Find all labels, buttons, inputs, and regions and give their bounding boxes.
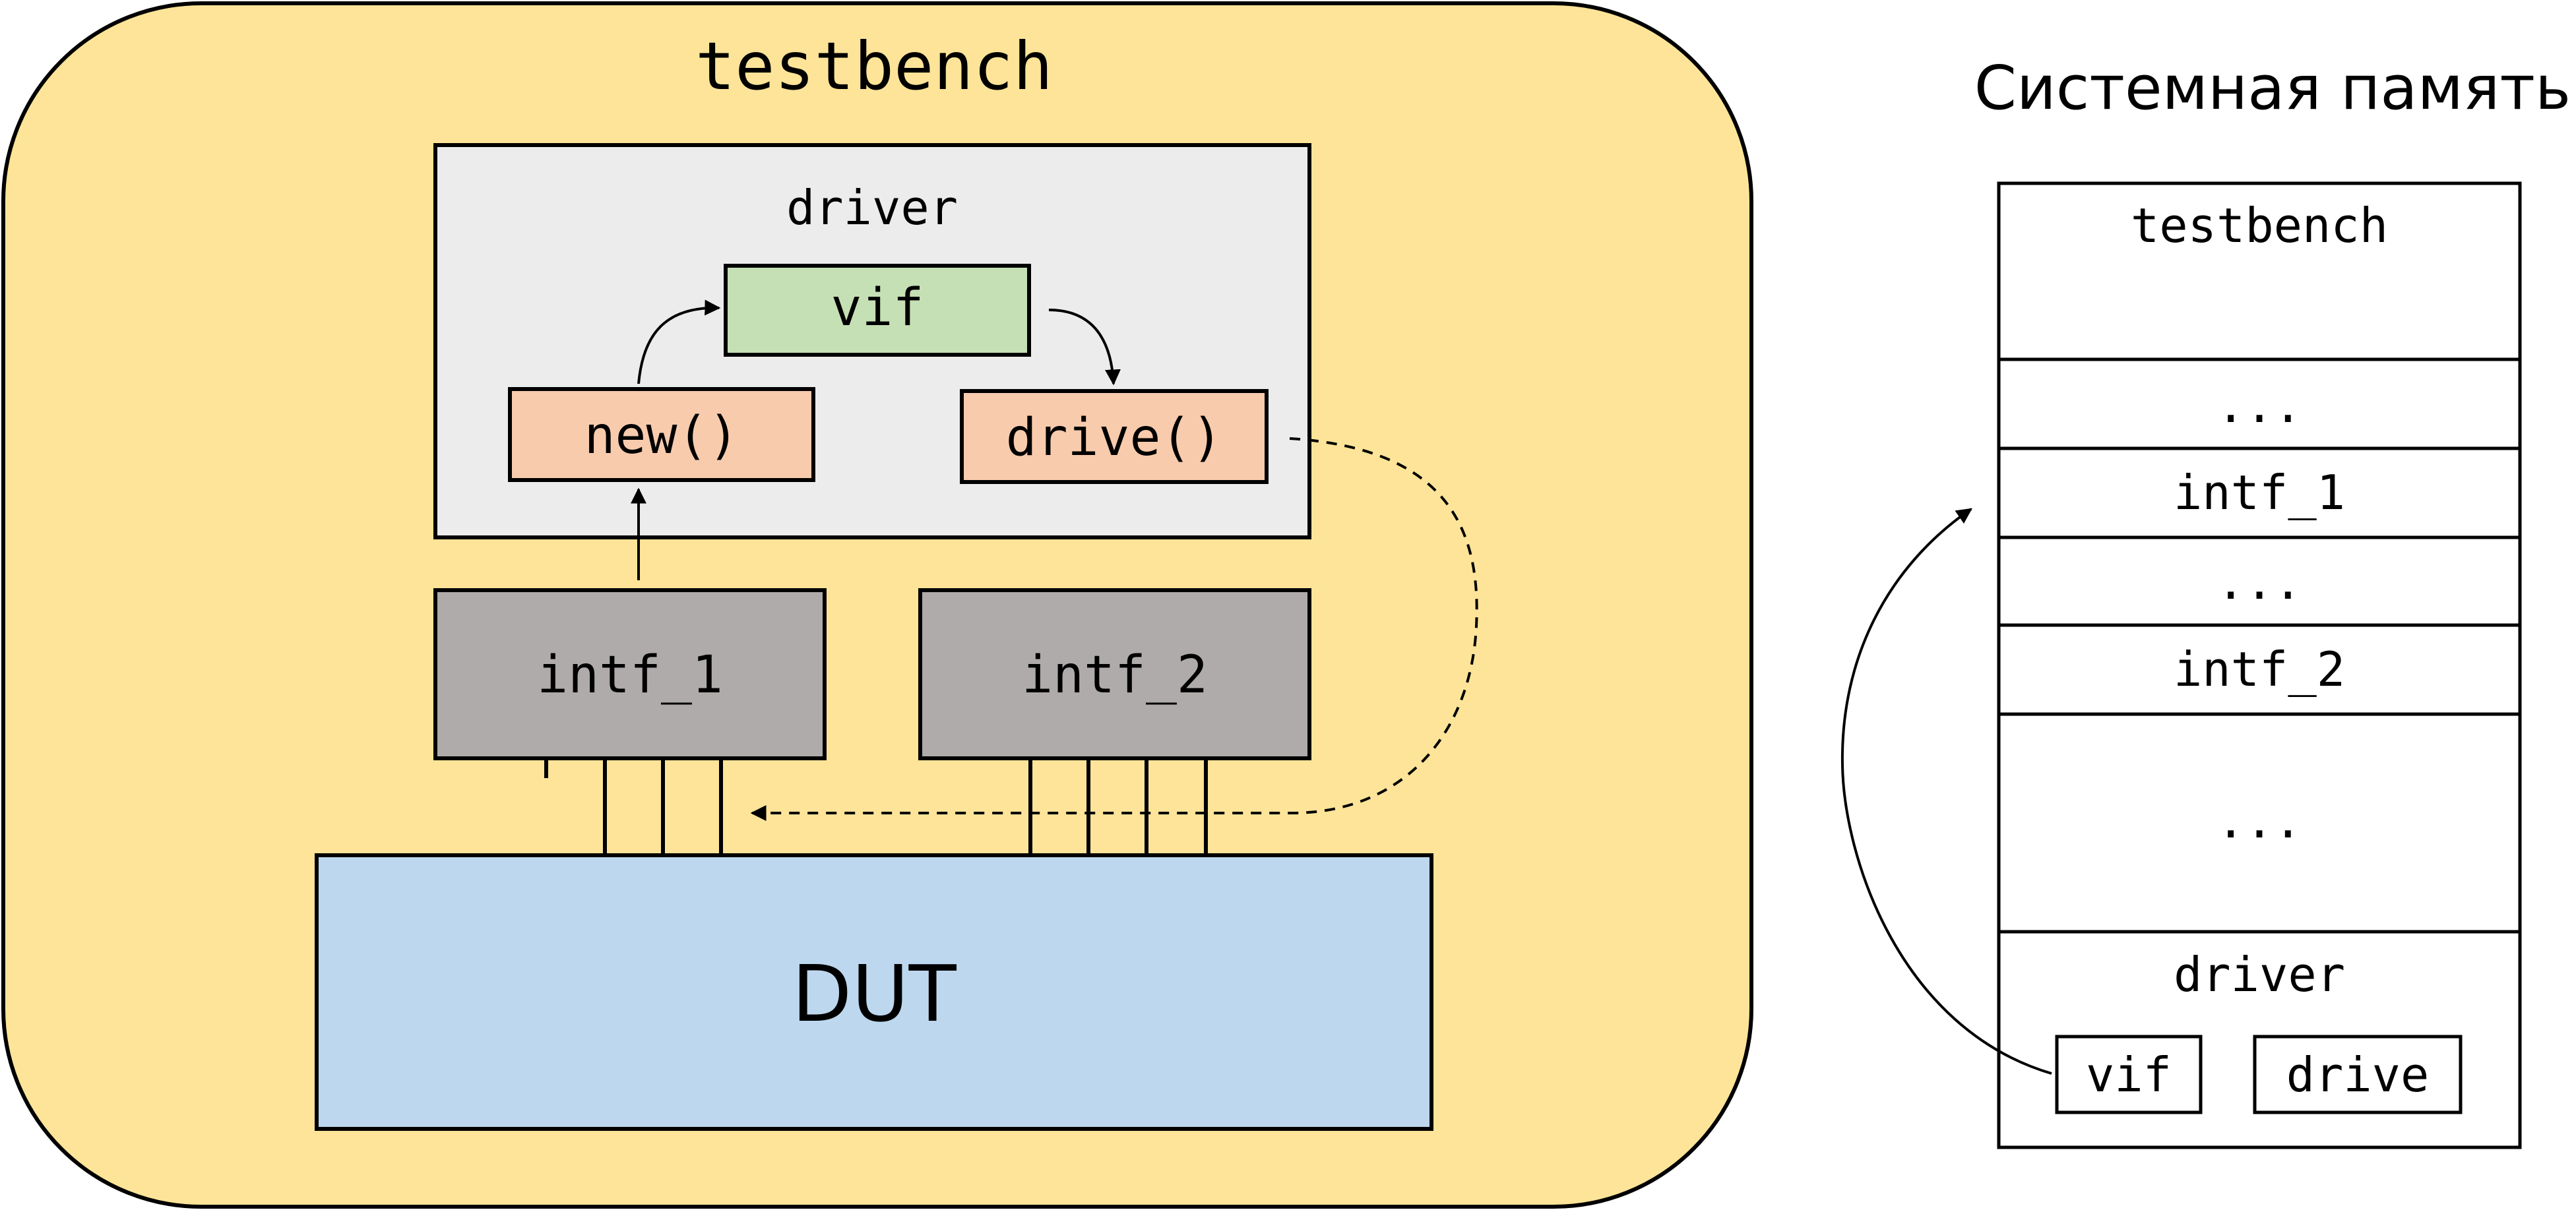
memory-drive-label: drive: [2286, 1047, 2430, 1103]
memory-row-dividers: [1999, 357, 2520, 934]
drive-method-box: [960, 389, 1269, 484]
memory-vif-label: vif: [2086, 1047, 2172, 1103]
drive-to-dut-dashed-arrow: [750, 437, 1478, 821]
memory-drive-field: [2253, 1035, 2463, 1114]
new-method-label: new(): [584, 406, 739, 466]
drive-method-label: drive(): [1006, 408, 1223, 468]
intf-2-wires: [1028, 758, 1208, 855]
vif-box: [724, 264, 1031, 357]
memory-row-intf-1: intf_1: [2174, 465, 2345, 520]
dut-box: [315, 853, 1433, 1131]
driver-title: driver: [786, 180, 958, 235]
intf-1-wires: [544, 758, 723, 855]
intf-1-box: [433, 588, 827, 760]
memory-row-ellipsis-3: ...: [2216, 793, 2302, 849]
new-to-vif-arrow: [637, 299, 721, 384]
dut-label: DUT: [792, 948, 957, 1039]
testbench-title: testbench: [695, 28, 1053, 105]
memory-row-driver: driver: [2174, 947, 2345, 1002]
memory-row-intf-2: intf_2: [2174, 642, 2345, 697]
intf-2-label: intf_2: [1022, 646, 1208, 705]
vif-label: vif: [831, 278, 924, 338]
memory-stack: [1997, 181, 2522, 1149]
intf-2-box: [918, 588, 1311, 760]
intf-1-label: intf_1: [537, 646, 723, 705]
vif-to-drive-arrow: [1048, 309, 1121, 386]
new-method-box: [508, 387, 815, 482]
memory-vif-field: [2055, 1035, 2203, 1114]
memory-title: Системная память: [1974, 53, 2571, 123]
memory-row-ellipsis-1: ...: [2216, 378, 2302, 433]
memory-row-testbench: testbench: [2131, 198, 2388, 253]
vif-pointer-arrow: [1840, 508, 2052, 1075]
memory-row-ellipsis-2: ...: [2216, 555, 2302, 610]
